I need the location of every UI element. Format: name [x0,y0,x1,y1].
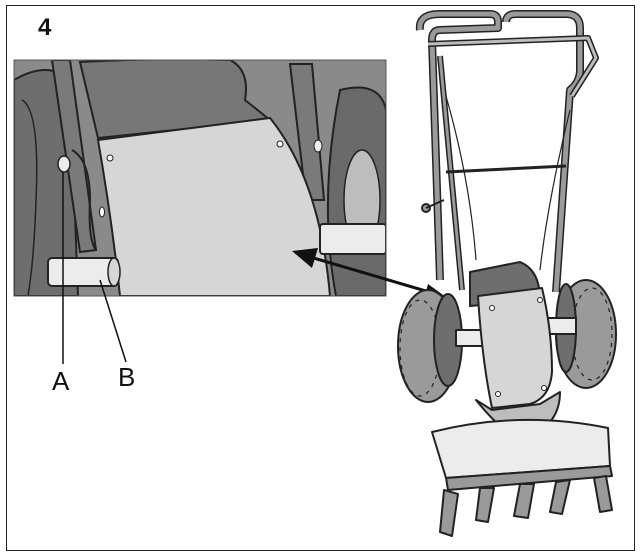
callout-label-a: A [52,366,70,396]
axle-right-detail [319,223,386,255]
leader-line-b [99,279,127,363]
tine [549,479,571,515]
bolt-a [57,155,71,173]
tine [513,483,535,519]
cover-plate [477,287,553,409]
figure-number: 4 [38,14,52,41]
callout-label-b: B [118,362,136,392]
tine [593,475,613,513]
tiller-full-view [397,10,617,537]
tine [475,487,495,523]
tine-shield [431,418,611,479]
tine [439,489,459,537]
zoom-detail-inset [14,60,386,296]
bracket-b [71,149,97,251]
